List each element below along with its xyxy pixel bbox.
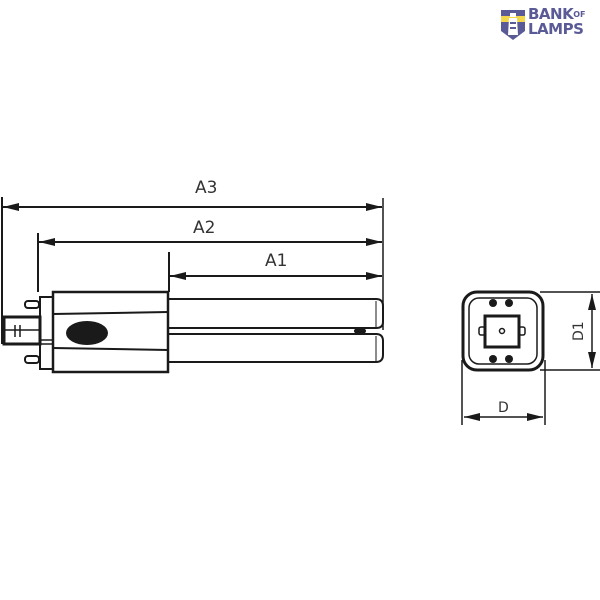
end-view	[461, 290, 600, 425]
side-view	[1, 197, 384, 374]
logo-line1: BANK	[528, 5, 574, 23]
logo-text: BANKOF LAMPS	[528, 7, 586, 37]
pin-top	[24, 300, 40, 309]
tube-lower	[168, 333, 384, 363]
label-d: D	[498, 400, 509, 416]
base-collar	[39, 296, 54, 370]
pin-dot	[505, 355, 513, 363]
label-a1: A1	[265, 251, 287, 271]
tube-bridge	[354, 327, 366, 335]
label-a2: A2	[193, 218, 215, 238]
pin-dot	[489, 355, 497, 363]
center-key	[483, 314, 521, 349]
logo-line2: LAMPS	[528, 20, 584, 38]
logo-of: OF	[573, 10, 586, 19]
base-housing	[51, 290, 170, 374]
tube-upper	[168, 298, 384, 329]
lighthouse-icon	[501, 10, 525, 40]
label-a3: A3	[195, 178, 217, 198]
pin-dot	[489, 299, 497, 307]
end-inner-body	[468, 297, 538, 365]
base-label-oval	[66, 321, 108, 345]
pin-bottom	[24, 355, 40, 364]
bank-of-lamps-logo: BANKOF LAMPS	[500, 6, 600, 42]
pin-dot	[505, 299, 513, 307]
end-outer-body	[461, 290, 545, 372]
label-d1: D1	[571, 321, 587, 341]
